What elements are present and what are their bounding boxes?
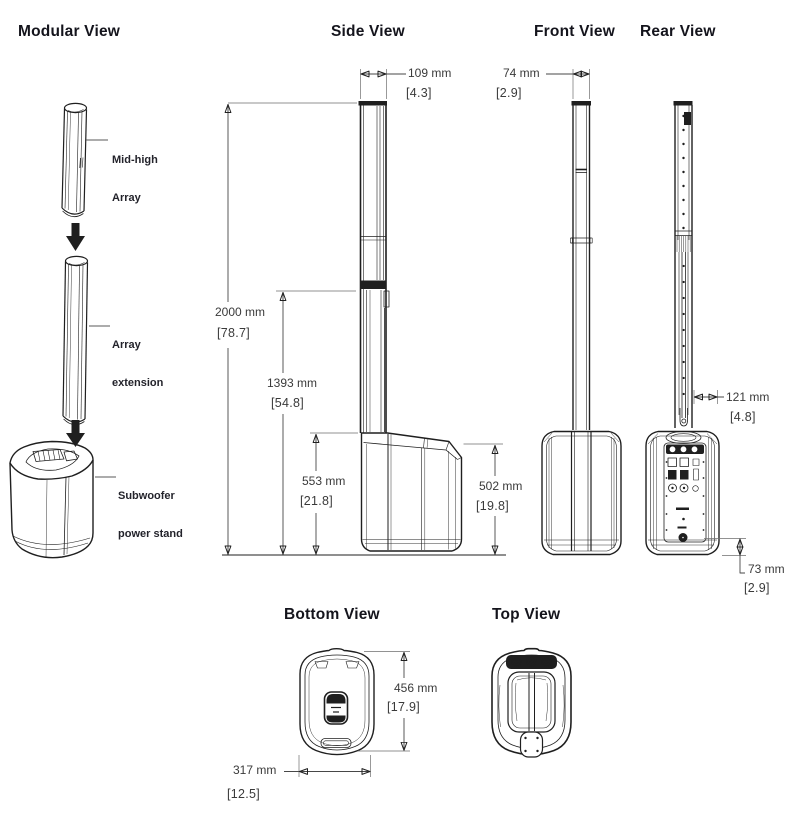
bottom-view-drawing xyxy=(284,648,410,777)
side-view-drawing xyxy=(222,69,506,556)
bottom-handle xyxy=(323,691,349,725)
rear-view-drawing xyxy=(645,101,746,574)
dim-73mm xyxy=(704,538,746,574)
rear-view-title: Rear View xyxy=(640,23,716,40)
dim-1393mm-inches: [54.8] xyxy=(271,396,305,410)
mid-high-array-drawing xyxy=(61,102,88,218)
dim-109mm-label: 109 mm xyxy=(408,66,452,80)
dim-502mm-label: 502 mm xyxy=(479,479,523,493)
dim-73mm-label: 73 mm xyxy=(748,562,785,576)
dim-121mm-label: 121 mm xyxy=(726,390,770,404)
top-dock-platform xyxy=(507,671,556,733)
dim-2000mm-inches: [78.7] xyxy=(217,326,251,340)
dim-109mm xyxy=(360,69,406,99)
dim-502mm-inches: [19.8] xyxy=(476,499,510,513)
subwoofer-drawing xyxy=(9,440,94,559)
dim-317mm xyxy=(284,755,371,777)
dim-317mm-label: 317 mm xyxy=(233,763,277,777)
rear-control-panel xyxy=(663,442,707,543)
dim-1393mm-label: 1393 mm xyxy=(267,376,318,390)
subwoofer-label: Subwoofer power stand xyxy=(118,490,183,540)
front-view-drawing xyxy=(541,69,622,556)
dim-74mm-inches: [2.9] xyxy=(496,86,522,100)
dim-317mm-inches: [12.5] xyxy=(227,787,261,801)
modular-view-drawing xyxy=(9,102,116,559)
dim-74mm-label: 74 mm xyxy=(503,66,540,80)
dim-2000mm xyxy=(228,102,357,555)
rear-driver-dots xyxy=(682,114,685,230)
dim-109mm-inches: [4.3] xyxy=(406,86,432,100)
dim-121mm xyxy=(693,390,724,404)
dim-1393mm xyxy=(276,290,356,555)
bottom-view-title: Bottom View xyxy=(284,606,380,623)
top-connector-band xyxy=(506,655,557,669)
top-view-drawing xyxy=(491,647,572,758)
array-extension-drawing xyxy=(62,255,89,426)
rear-lower-dots xyxy=(682,264,685,396)
top-pole-socket xyxy=(519,731,544,758)
dim-553mm-label: 553 mm xyxy=(302,474,346,488)
down-arrow-icon xyxy=(66,223,85,251)
dim-553mm xyxy=(310,432,358,555)
dim-456mm xyxy=(358,651,410,752)
rear-joint-hatch xyxy=(676,236,691,252)
modular-view-title: Modular View xyxy=(18,23,121,40)
array-extension-label: Array extension xyxy=(112,339,164,389)
dim-73mm-inches: [2.9] xyxy=(744,581,770,595)
dim-502mm xyxy=(463,443,503,555)
dim-553mm-inches: [21.8] xyxy=(300,494,334,508)
dim-456mm-inches: [17.9] xyxy=(387,700,421,714)
top-view-title: Top View xyxy=(492,606,561,623)
down-arrow-icon xyxy=(66,420,85,447)
dim-74mm xyxy=(546,69,590,99)
side-view-title: Side View xyxy=(331,23,405,40)
dim-121mm-inches: [4.8] xyxy=(730,410,756,424)
front-view-title: Front View xyxy=(534,23,615,40)
dim-2000mm-label: 2000 mm xyxy=(215,305,266,319)
dim-456mm-label: 456 mm xyxy=(394,681,438,695)
mid-high-array-label: Mid-high Array xyxy=(112,154,158,204)
